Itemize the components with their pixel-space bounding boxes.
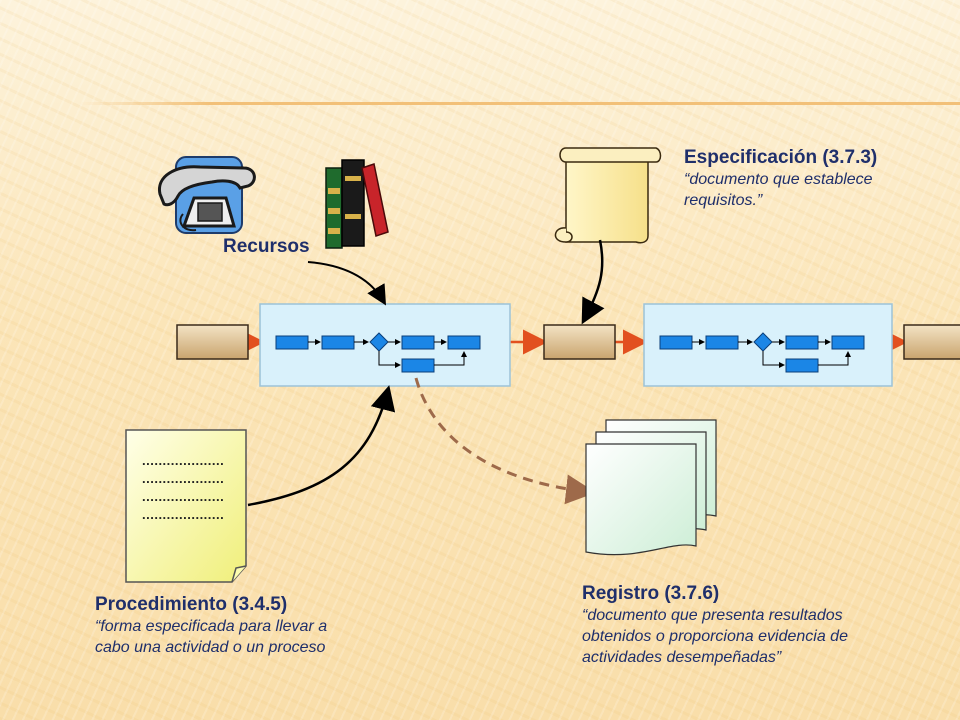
scroll-icon <box>554 147 662 244</box>
procedure-line: .................... <box>142 471 225 486</box>
registro-title: Registro (3.7.6) <box>582 583 720 604</box>
especificacion-description: “documento que establece requisitos.” <box>684 171 873 209</box>
record-documents-icon <box>585 419 717 556</box>
registro-label: Registro (3.7.6) “documento que presenta… <box>582 582 848 668</box>
step-2 <box>705 335 739 350</box>
input-box <box>176 324 249 360</box>
especificacion-label: Especificación (3.7.3) “documento que es… <box>684 146 877 211</box>
output-box <box>903 324 960 360</box>
procedimiento-description: “forma especificada para llevar a cabo u… <box>95 618 328 656</box>
step-2 <box>321 335 355 350</box>
procedure-line: .................... <box>142 453 225 468</box>
process-box-2 <box>643 303 893 387</box>
step-4 <box>831 335 865 350</box>
registro-description: “documento que presenta resultados obten… <box>582 607 848 666</box>
step-4 <box>447 335 481 350</box>
especificacion-title: Especificación (3.7.3) <box>684 147 878 168</box>
procedure-line: .................... <box>142 507 225 522</box>
procedimiento-title: Procedimiento (3.4.5) <box>95 594 288 615</box>
top-rule <box>78 102 960 105</box>
telephone-icon <box>158 156 256 234</box>
books-icon <box>325 159 389 249</box>
step-5 <box>785 358 819 373</box>
step-1 <box>659 335 693 350</box>
recursos-label: Recursos <box>223 236 310 257</box>
procedure-document-icon <box>125 429 247 583</box>
step-3 <box>785 335 819 350</box>
step-3 <box>401 335 435 350</box>
procedimiento-label: Procedimiento (3.4.5) “forma especificad… <box>95 593 327 658</box>
procedure-line: .................... <box>142 489 225 504</box>
process-box-1 <box>259 303 511 387</box>
procedure-lines: .................... ...................… <box>142 452 224 524</box>
intermediate-box <box>543 324 616 360</box>
step-5 <box>401 358 435 373</box>
step-1 <box>275 335 309 350</box>
